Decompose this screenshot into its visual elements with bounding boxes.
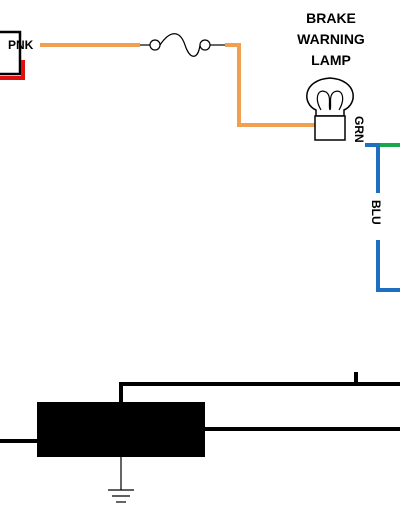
chassis-ground-label: CHASSIS GROUND [61,422,180,437]
fuse-symbol [140,33,225,57]
chassis-ground-box [37,402,205,457]
bulb-icon [306,77,354,141]
blu-wire-label: BLU [369,200,383,225]
blu-wire-lower [376,240,400,292]
ground-symbol [108,457,134,503]
pnk-wire-to-lamp [225,43,315,127]
lamp-label-line2: WARNING [297,31,365,47]
pnk-wire-label: PNK [8,38,34,52]
red-wire [0,60,25,80]
lamp-label-line3: LAMP [311,52,351,68]
ground-wire-upper [119,382,400,402]
connector-box [0,30,22,76]
blu-wire [365,143,380,193]
lamp-label-line1: BRAKE [306,10,356,26]
grn-wire-label: GRN [352,116,366,143]
